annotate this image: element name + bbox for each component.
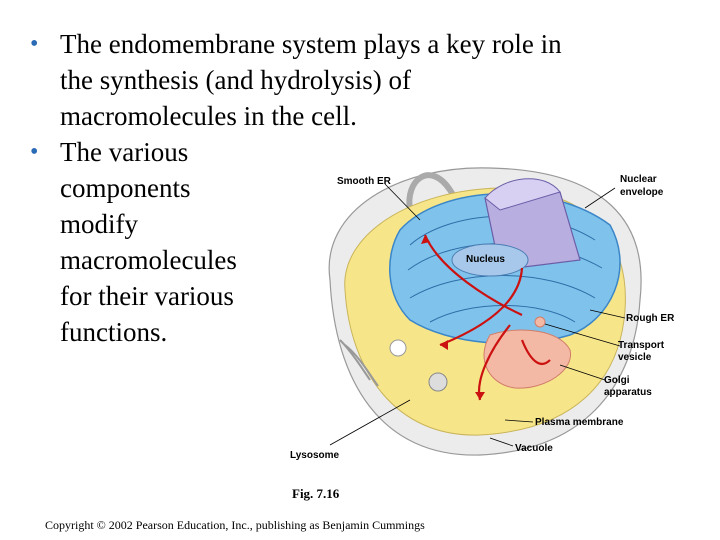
bullet-2-line-6: functions.: [60, 317, 168, 347]
leader-transport-vesicle: [544, 323, 621, 347]
arrowhead-3: [421, 235, 430, 244]
bullet-2-line-3: modify: [60, 209, 138, 239]
label-lysosome: Lysosome: [290, 450, 340, 461]
bullet-1-line-3: macromolecules in the cell.: [60, 101, 357, 131]
bullet-1-line-2: the synthesis (and hydrolysis) of: [60, 65, 411, 95]
bullet-item-1: • The endomembrane system plays a key ro…: [30, 26, 670, 134]
transport-vesicle-2: [534, 316, 546, 328]
bullet-item-2: • The various components modify macromol…: [30, 134, 330, 350]
lysosome-shape: [428, 372, 448, 392]
label-nuclear-envelope-1: Nuclear: [620, 174, 657, 185]
transport-vesicle-1: [389, 339, 407, 357]
nucleus-top: [484, 178, 561, 211]
bullet-2-line-1: The various: [60, 137, 189, 167]
label-vacuole: Vacuole: [515, 443, 553, 454]
cell-diagram: Smooth ER Nuclear envelope Nucleus Rough…: [290, 150, 710, 470]
label-transport-vesicle-2: vesicle: [618, 352, 652, 363]
bullet-1-line-1: The endomembrane system plays a key role…: [60, 29, 562, 59]
pathway-arrow-4: [520, 339, 551, 365]
pathway-arrow-2: [423, 234, 523, 316]
label-smooth-er: Smooth ER: [337, 176, 391, 187]
bullet-dot-icon: •: [30, 31, 39, 57]
label-nucleus: Nucleus: [466, 254, 505, 265]
leader-vacuole: [489, 437, 514, 447]
figure-caption: Fig. 7.16: [292, 486, 340, 501]
leader-plasma-membrane: [504, 419, 534, 423]
label-rough-er: Rough ER: [626, 313, 675, 324]
cell-illustration: [328, 167, 642, 456]
arrowhead-1: [440, 340, 448, 350]
plasma-membrane-folds: [339, 339, 379, 387]
label-nuclear-envelope-2: envelope: [620, 187, 664, 198]
bullet-2-line-4: macromolecules: [60, 245, 237, 275]
leader-nuclear-envelope: [584, 187, 616, 209]
bullet-2-line-2: components: [60, 173, 191, 203]
pathway-arrow-1: [439, 267, 524, 347]
label-transport-vesicle-1: Transport: [618, 340, 665, 351]
label-plasma-membrane: Plasma membrane: [535, 417, 624, 428]
leader-rough-er: [589, 309, 626, 319]
arrowhead-2: [475, 392, 485, 400]
golgi-apparatus: [483, 329, 571, 389]
leader-lysosome: [329, 399, 411, 446]
label-golgi-1: Golgi: [604, 375, 630, 386]
bullet-list: • The endomembrane system plays a key ro…: [30, 26, 670, 350]
leader-smooth-er: [384, 183, 421, 221]
bullet-dot-icon: •: [30, 139, 39, 165]
bullet-2-line-5: for their various: [60, 281, 234, 311]
label-golgi-2: apparatus: [604, 387, 652, 398]
copyright-notice: Copyright © 2002 Pearson Education, Inc.…: [45, 518, 425, 532]
leader-golgi: [559, 364, 606, 381]
nuclear-envelope-rim: [451, 243, 529, 277]
